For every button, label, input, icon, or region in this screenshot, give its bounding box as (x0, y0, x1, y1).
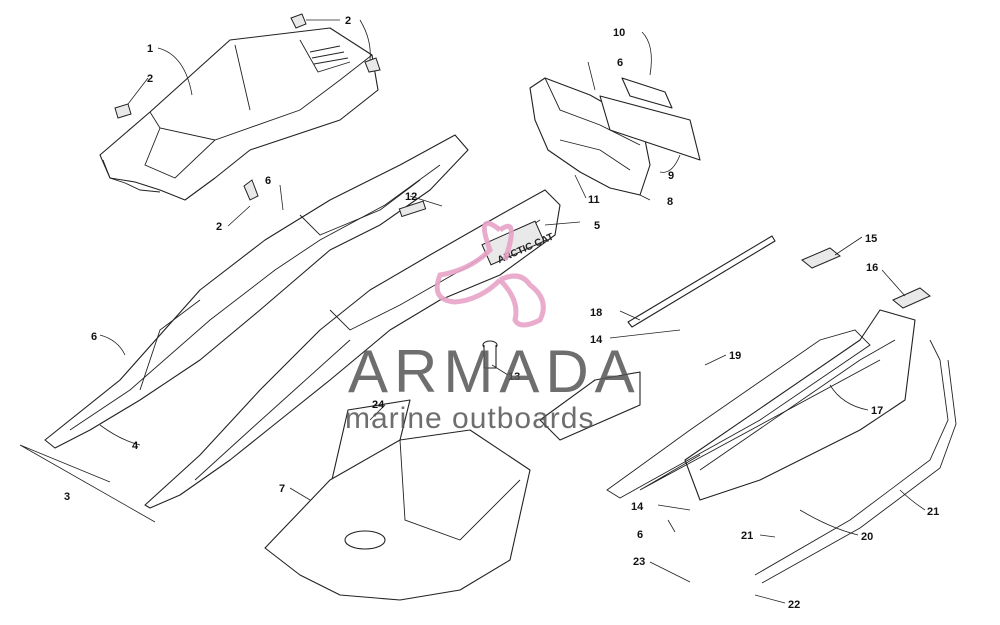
callout-1: 1 (147, 43, 153, 55)
callout-4: 4 (132, 440, 139, 452)
callout-3: 3 (64, 491, 70, 503)
callout-19: 19 (729, 350, 741, 362)
callout-20: 20 (861, 531, 873, 543)
callout-10: 10 (613, 27, 625, 39)
callout-11: 11 (588, 194, 600, 206)
taillight-lens-part (621, 77, 673, 109)
bumper-part (606, 329, 957, 584)
callout-7: 7 (279, 483, 285, 495)
callout-22: 22 (788, 599, 800, 611)
callout-16: 16 (866, 262, 878, 274)
callout-6-b: 6 (265, 175, 271, 187)
callout-5: 5 (594, 220, 600, 232)
callout-numbers: 1 2 2 2 3 4 5 6 6 6 6 7 8 9 10 11 12 13 … (64, 15, 939, 611)
rear-bracket-part (529, 77, 651, 196)
callout-13: 13 (508, 371, 520, 383)
armada-logo-icon (434, 220, 546, 328)
leader-lines (99, 19, 926, 604)
watermark-subtitle: marine outboards (345, 402, 594, 435)
clip-part-b (364, 57, 381, 73)
callout-17: 17 (871, 405, 883, 417)
left-side-panel-part (44, 134, 469, 449)
seat-cover-part (99, 27, 379, 201)
callout-2-top: 2 (345, 15, 351, 27)
clip-part-c (114, 103, 132, 119)
callout-6-d: 6 (637, 529, 643, 541)
knob-part (482, 340, 498, 369)
decal-part-a (801, 247, 841, 269)
callout-24: 24 (372, 399, 385, 411)
callout-12: 12 (405, 191, 417, 203)
clip-part-a (290, 13, 307, 29)
callout-2-left: 2 (147, 73, 153, 85)
callout-14-a: 14 (590, 334, 603, 346)
decal-part-b (892, 287, 931, 309)
side-panel-group-bracket (19, 444, 156, 523)
callout-23: 23 (633, 556, 645, 568)
callout-6-a: 6 (617, 57, 623, 69)
callout-15: 15 (865, 233, 877, 245)
callout-21-b: 21 (927, 506, 939, 518)
storage-bin-part (264, 429, 531, 601)
clip-part-d (243, 179, 259, 201)
callout-21-a: 21 (741, 530, 753, 542)
trim-strip-part (627, 235, 776, 328)
support-bracket-part (539, 371, 641, 441)
callout-2-bottom: 2 (216, 221, 222, 233)
snow-flap-part (599, 95, 701, 161)
callout-9: 9 (668, 170, 674, 182)
callout-18: 18 (590, 307, 602, 319)
callout-6-c: 6 (91, 331, 97, 343)
watermark-title: ARMADA (348, 338, 641, 405)
callout-14-b: 14 (631, 501, 644, 513)
rack-part (639, 309, 916, 501)
callout-8: 8 (667, 196, 673, 208)
